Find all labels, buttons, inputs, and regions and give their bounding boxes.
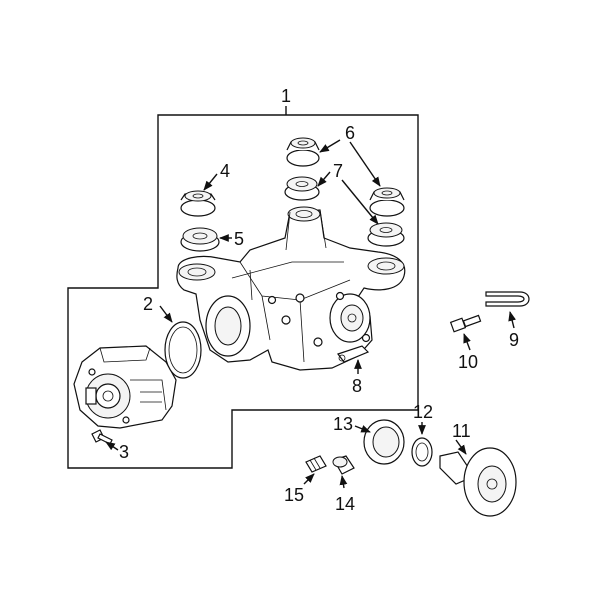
axle-seal bbox=[363, 419, 405, 465]
lower-bushing-left bbox=[284, 176, 320, 201]
callout-1: 1 bbox=[281, 86, 291, 106]
vent-hose bbox=[485, 291, 530, 307]
drain-plug bbox=[332, 455, 355, 475]
callout-11: 11 bbox=[452, 421, 471, 441]
lower-bushing-right bbox=[367, 222, 405, 247]
callout-13: 13 bbox=[333, 414, 353, 434]
breather-elbow bbox=[337, 345, 370, 363]
assembly-outline bbox=[67, 114, 419, 469]
mount-washer-part bbox=[180, 227, 220, 252]
haldex-coupling-unit bbox=[73, 345, 177, 429]
callout-12: 12 bbox=[413, 402, 433, 422]
mount-bushing-part bbox=[180, 190, 216, 217]
output-flange bbox=[439, 447, 517, 517]
snap-ring bbox=[411, 437, 433, 467]
upper-bushing-left bbox=[286, 137, 320, 167]
leader-lines bbox=[105, 139, 516, 489]
callout-5: 5 bbox=[234, 229, 244, 249]
callout-9: 9 bbox=[509, 330, 519, 350]
callout-8: 8 bbox=[352, 376, 362, 396]
callout-4: 4 bbox=[220, 161, 230, 181]
differential-housing bbox=[176, 206, 406, 371]
callout-10: 10 bbox=[458, 352, 478, 372]
fill-plug bbox=[305, 455, 327, 473]
callout-15: 15 bbox=[284, 485, 304, 505]
callout-14: 14 bbox=[335, 494, 355, 514]
callout-3: 3 bbox=[119, 442, 129, 462]
vent-fitting bbox=[449, 314, 482, 333]
callout-6: 6 bbox=[345, 123, 355, 143]
callout-7: 7 bbox=[333, 161, 343, 181]
bolt-part bbox=[91, 429, 113, 445]
callout-2: 2 bbox=[143, 294, 153, 314]
o-ring-gasket bbox=[164, 321, 202, 379]
upper-bushing-right bbox=[369, 187, 405, 217]
